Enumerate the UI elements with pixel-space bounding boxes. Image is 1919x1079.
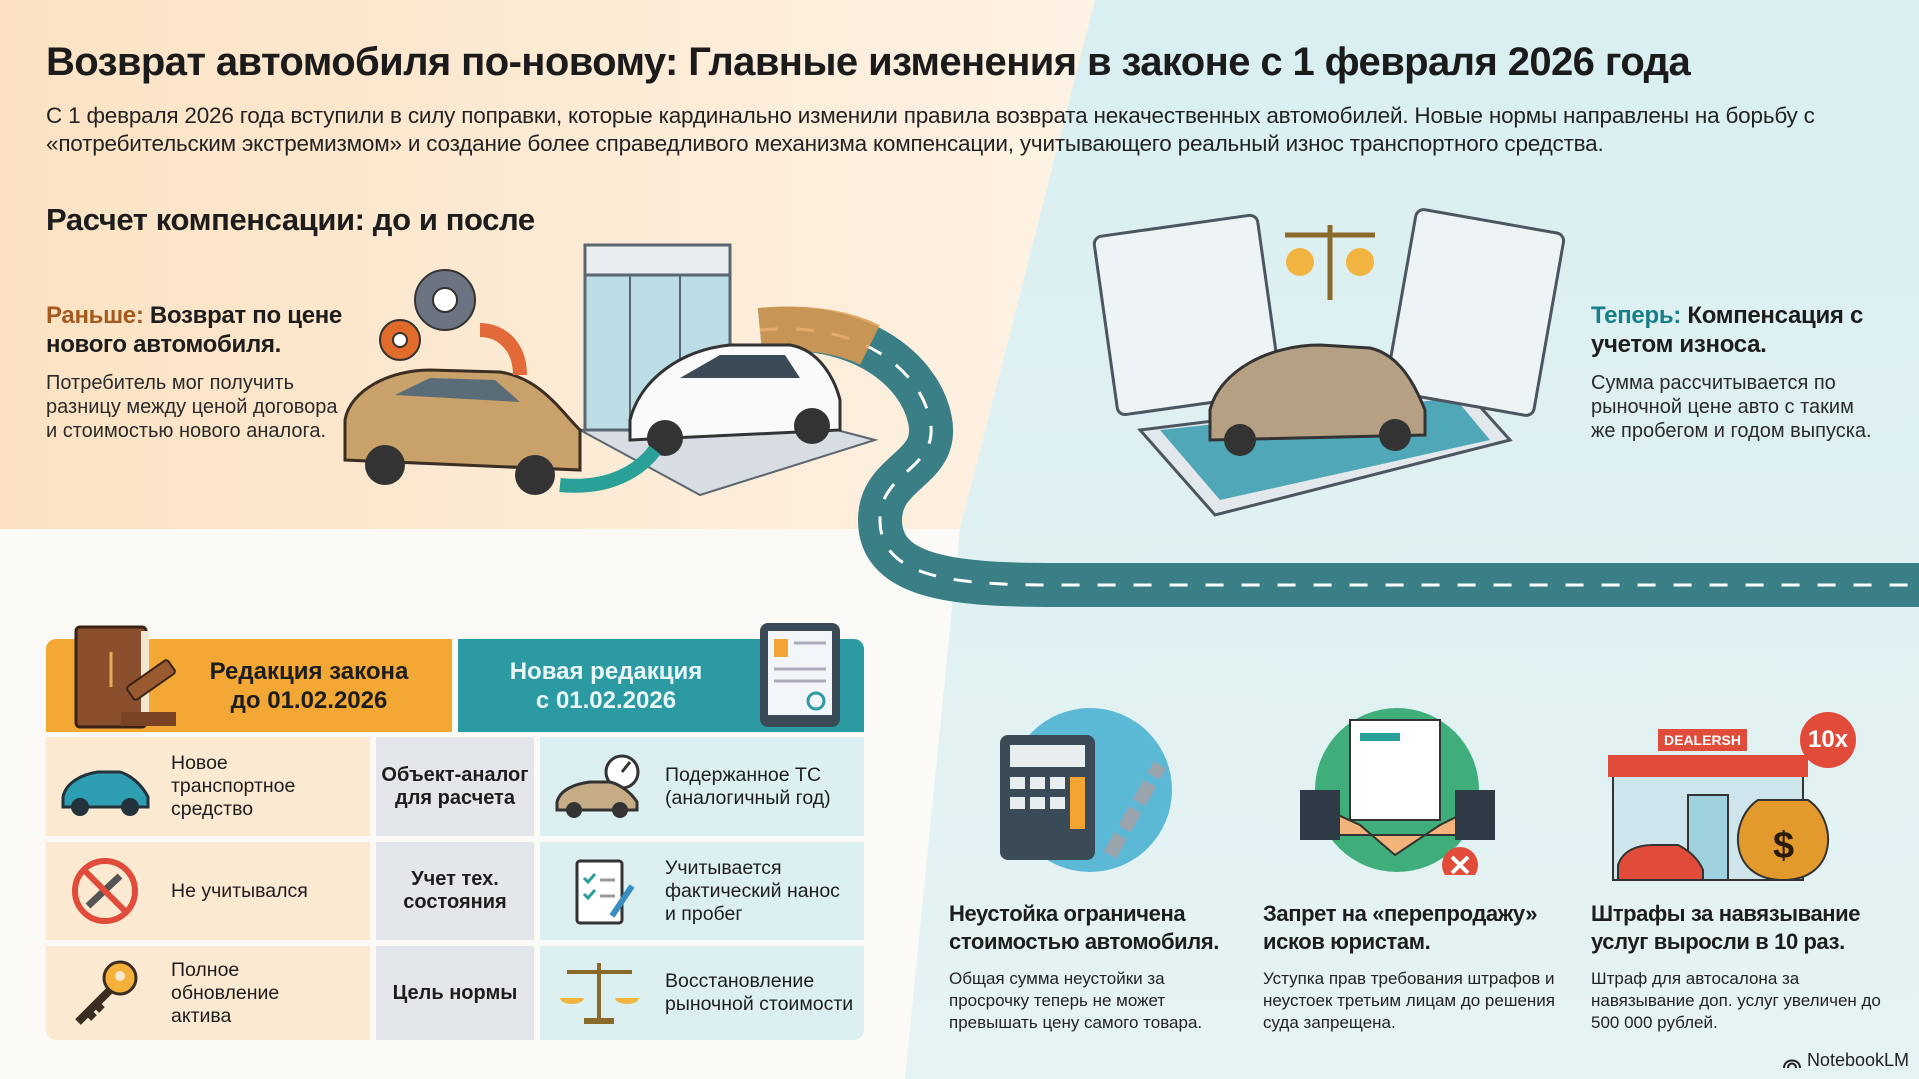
section-title: Расчет компенсации: до и после xyxy=(46,202,535,237)
after-title: Компенсация с учетом износа. xyxy=(1591,302,1864,358)
arrow-back-icon xyxy=(479,323,527,376)
header-old: Редакция закона до 01.02.2026 xyxy=(46,625,452,732)
row-3-new: Восстановление рыночной стоимости xyxy=(540,946,864,1040)
ten-x-badge: 10x xyxy=(1808,726,1849,753)
tablet-valuation-illustration xyxy=(1092,208,1566,517)
row-1-old: Новое транспортное средство xyxy=(46,737,370,836)
after-label: Теперь: xyxy=(1591,302,1681,329)
card-claim-resale-ban: Запрет на «перепродажу» исков юристам. У… xyxy=(1263,901,1556,1032)
notebooklm-icon xyxy=(1782,1059,1801,1068)
row-1-new: Подержанное ТС (аналогичный год) xyxy=(540,737,864,836)
card-penalty-limit: Неустойка ограничена стоимостью автомоби… xyxy=(949,901,1220,1032)
scales-icon xyxy=(560,963,639,1024)
law-book-gavel-icon xyxy=(74,625,176,729)
dealership-money-icon: DEALERSH 10x $ xyxy=(1608,710,1858,885)
row-2-criterion: Учет тех. состояния xyxy=(376,842,534,940)
page-title: Возврат автомобиля по-новому: Главные из… xyxy=(46,40,1691,84)
intro-text: С 1 февраля 2026 года вступили в силу по… xyxy=(46,103,1815,156)
gears-icon xyxy=(379,269,476,361)
used-car-speedometer-icon xyxy=(555,754,640,818)
checklist-icon xyxy=(575,859,635,925)
old-car-illustration xyxy=(343,368,582,495)
before-label: Раньше: xyxy=(46,302,144,329)
before-title: Возврат по цене нового автомобиля. xyxy=(46,302,342,358)
row-3-old: Полное обновление актива xyxy=(46,946,370,1040)
dealership-sign: DEALERSH xyxy=(1658,729,1748,751)
after-text: Сумма рассчитывается по рыночной цене ав… xyxy=(1591,372,1872,442)
header-new: Новая редакция с 01.02.2026 xyxy=(458,623,864,732)
dollar-icon: $ xyxy=(1773,825,1795,867)
row-2-old: Не учитывался xyxy=(46,842,370,940)
brand-logo: NotebookLM xyxy=(1782,1050,1909,1071)
card-imposed-services-fines: Штрафы за навязывание услуг выросли в 10… xyxy=(1591,901,1881,1032)
before-text: Потребитель мог получить разницу между ц… xyxy=(46,372,338,442)
row-3-criterion: Цель нормы xyxy=(376,946,534,1040)
tablet-document-icon xyxy=(760,623,840,727)
row-1-criterion: Объект-аналог для расчета xyxy=(376,737,534,836)
calculator-broken-chain-icon xyxy=(1000,708,1172,872)
car-icon xyxy=(61,770,150,816)
key-icon xyxy=(75,960,138,1025)
arrow-forward-icon xyxy=(559,445,661,493)
row-2-new: Учитывается фактический нанос и пробег xyxy=(540,842,864,940)
after-block: Теперь: Компенсация с учетом износа. Сум… xyxy=(1591,301,1881,443)
before-block: Раньше: Возврат по цене нового автомобил… xyxy=(46,301,346,443)
new-car-illustration xyxy=(628,343,842,456)
no-wrench-icon xyxy=(72,858,138,924)
handshake-forbidden-icon xyxy=(1300,708,1495,875)
